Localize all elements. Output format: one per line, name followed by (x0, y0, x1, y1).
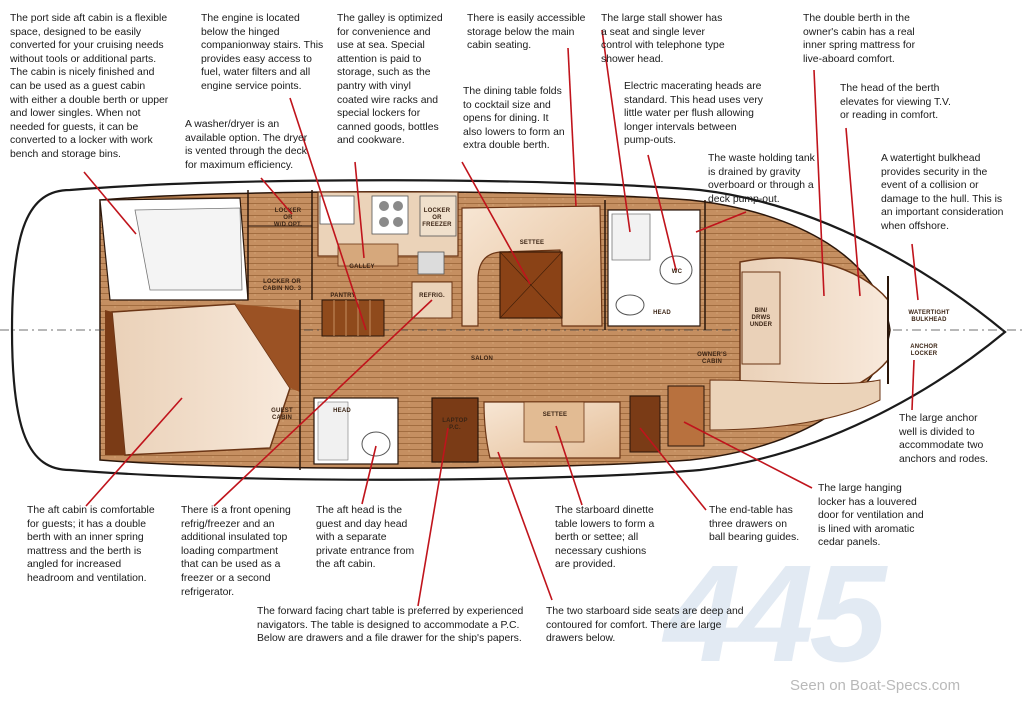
chart-table (431, 397, 479, 463)
companionway-stairs (321, 299, 385, 337)
annotation-starboard-seats: The two starboard side seats are deep an… (546, 606, 744, 645)
annotation-aft-head: The aft head is the guest and day head w… (316, 505, 415, 571)
aft-cabin-berth (111, 303, 291, 456)
annotation-port-aft-cabin: The port side aft cabin is a flexible sp… (10, 13, 169, 160)
annotation-storage-seating: There is easily accessible storage below… (467, 13, 586, 52)
annotation-chart-table: The forward facing chart table is prefer… (257, 606, 524, 645)
plan-label-settee-stbd: SETTEE (543, 412, 568, 418)
plan-label-head-aft: HEAD (333, 408, 351, 414)
annotation-galley: The galley is optimized for convenience … (337, 13, 443, 147)
plan-label-pantry: PANTRY (330, 293, 355, 299)
annotation-berth-head: The head of the berth elevates for viewi… (840, 83, 951, 122)
annotation-anchor-well: The large anchor well is divided to acco… (899, 413, 988, 465)
plan-label-salon: SALON (471, 356, 493, 362)
annotation-end-table: The end-table has three drawers on ball … (709, 505, 800, 544)
plan-label-settee-port: SETTEE (520, 240, 545, 246)
end-table (629, 395, 661, 453)
annotation-washer-dryer: A washer/dryer is an available option. T… (185, 119, 308, 171)
annotation-bulkhead: A watertight bulkhead provides security … (881, 153, 1004, 232)
plan-label-wc: WC (672, 269, 683, 275)
annotation-hanging-locker: The large hanging locker has a louvered … (818, 483, 924, 549)
annotation-dining-table: The dining table folds to cocktail size … (463, 86, 565, 152)
annotation-starboard-dinette: The starboard dinette table lowers to fo… (555, 505, 655, 571)
annotation-macerating: Electric macerating heads are standard. … (624, 81, 764, 147)
port-settee (461, 205, 603, 327)
annotation-engine: The engine is located below the hinged c… (201, 13, 324, 92)
source-credit: Seen on Boat-Specs.com (790, 677, 961, 694)
plan-label-refrig: REFRIG. (419, 293, 445, 299)
plan-label-head-fwd: HEAD (653, 310, 671, 316)
annotation-aft-cabin: The aft cabin is comfortable for guests;… (27, 505, 155, 584)
annotation-owner-berth: The double berth in the owner's cabin ha… (803, 13, 916, 65)
annotation-waste-tank: The waste holding tank is drained by gra… (708, 153, 815, 205)
annotation-refrig: There is a front opening refrig/freezer … (181, 505, 291, 598)
model-watermark: 445 (664, 537, 886, 691)
annotation-shower: The large stall shower has a seat and si… (601, 13, 725, 65)
plan-label-galley: GALLEY (349, 264, 375, 270)
leader-lines (83, 29, 919, 607)
